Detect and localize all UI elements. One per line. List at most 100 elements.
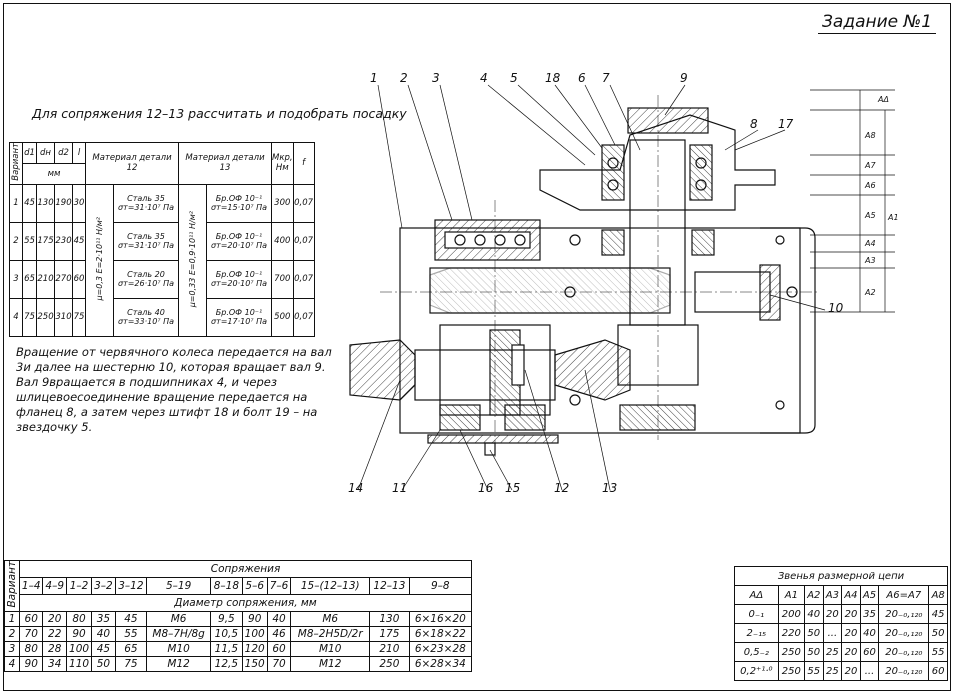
mu13: μ=0,33: [188, 277, 197, 307]
fits-cell: 90: [18, 655, 44, 672]
fits-col-header: 1–4: [18, 576, 44, 595]
label-6: 6: [578, 71, 586, 85]
fits-col-header: 8–18: [210, 576, 243, 595]
dim-a2: A2: [864, 288, 876, 297]
fits-cell: 90: [241, 610, 268, 627]
fits-cell: M12: [146, 655, 212, 672]
material-table: Вариант d1 dн d2 l Материал детали 12 Ма…: [9, 142, 315, 337]
chain-cell: 20: [841, 661, 861, 681]
mat13-a: Бр.ОФ 10⁻¹: [215, 232, 263, 242]
mat13-b: σт=20·10⁷ Па: [210, 279, 267, 289]
cell: 130: [36, 183, 55, 223]
cell: 0,07: [292, 183, 315, 223]
fits-cell: 20: [42, 610, 67, 627]
chain-cell: 50: [928, 623, 948, 643]
header-mkr: Mкр, Нм: [271, 142, 294, 185]
fits-col-header: 15–(12–13): [290, 576, 371, 595]
fits-cell: 100: [65, 640, 93, 657]
header-unit: мм: [22, 162, 86, 185]
label-5: 5: [510, 71, 518, 85]
chain-col-header: A3: [822, 585, 843, 605]
chain-cell: 45: [928, 604, 948, 624]
label-7: 7: [602, 71, 610, 85]
chain-cell: 40: [804, 604, 824, 624]
fits-cell: M10: [146, 640, 212, 657]
chain-cell: 20₋₀,₁₂₀: [878, 604, 930, 624]
drawing-sheet: [3, 3, 951, 691]
housing: [399, 227, 801, 434]
fits-cell: 100: [241, 625, 268, 642]
variant-header: Вариант: [11, 143, 21, 181]
fits-variant: 3: [4, 640, 20, 657]
fits-cell: 210: [369, 640, 410, 657]
fits-cell: 35: [91, 610, 116, 627]
fits-variant: 4: [4, 655, 20, 672]
row-variant: 3: [9, 259, 23, 299]
e13: E=0,9·10¹¹ Н/м²: [188, 210, 197, 275]
chain-col-header: A2: [804, 585, 824, 605]
fits-cell: 28: [42, 640, 67, 657]
fits-cell: 22: [42, 625, 67, 642]
fits-cell: 40: [266, 610, 292, 627]
chain-cell: 40: [859, 623, 880, 643]
fits-col-header: 4–9: [42, 576, 67, 595]
chain-cell: 0,5₋₂: [734, 642, 779, 662]
fits-col-header: 3–2: [91, 576, 116, 595]
task-text: Для сопряжения 12–13 рассчитать и подобр…: [32, 106, 407, 121]
header-mat13: Материал детали 13: [178, 142, 272, 185]
fits-cell: 10,5: [210, 625, 243, 642]
header-l: l: [72, 142, 86, 164]
chain-cell: ...: [859, 661, 880, 681]
fits-variant: 1: [4, 610, 20, 627]
fits-col-header: 1–2: [65, 576, 93, 595]
fits-cell: 90: [65, 625, 93, 642]
fits-cell: 6×28×34: [408, 655, 473, 672]
fits-cell: 80: [18, 640, 44, 657]
mat13-a: Бр.ОФ 10⁻¹: [215, 308, 263, 318]
label-15: 15: [505, 481, 520, 495]
chain-cell: 20: [841, 604, 861, 624]
mat13-a: Бр.ОФ 10⁻¹: [215, 194, 263, 204]
cell: 190: [54, 183, 73, 223]
page-title: Задание №1: [818, 12, 937, 34]
mat12-b: σт=31·10⁷ Па: [117, 203, 174, 213]
mat12-b: σт=31·10⁷ Па: [117, 241, 174, 251]
chain-header: Звенья размерной цепи: [734, 566, 948, 586]
mat12-b: σт=26·10⁷ Па: [117, 279, 174, 289]
fits-variant-header: Вариант: [6, 561, 18, 608]
fits-subheader: Диаметр сопряжения, мм: [19, 593, 472, 612]
cell: 0,07: [292, 297, 315, 337]
dim-a6: A6: [864, 181, 876, 190]
fits-cell: 50: [91, 655, 116, 672]
header-dn: dн: [36, 142, 55, 164]
chain-cell: 25: [822, 642, 843, 662]
chain-cell: 50: [804, 623, 824, 643]
cell: 300: [271, 183, 294, 223]
cell: 175: [36, 221, 55, 261]
fits-cell: 12,5: [210, 655, 243, 672]
chain-cell: 20₋₀,₁₂₀: [878, 642, 930, 662]
chain-cell: 55: [928, 642, 948, 662]
mat12-a: Сталь 40: [127, 308, 165, 318]
cell: 310: [54, 297, 73, 337]
chain-cell: 2₋₁₅: [734, 623, 779, 643]
chain-cell: 200: [777, 604, 806, 624]
fits-cell: M6: [146, 610, 212, 627]
fits-cell: M8–2H5D/2r: [290, 625, 371, 642]
cell: 270: [54, 259, 73, 299]
chain-cell: 20: [841, 642, 861, 662]
row-variant: 2: [9, 221, 23, 261]
label-4: 4: [480, 71, 488, 85]
cell: 65: [22, 259, 37, 299]
cell: 55: [22, 221, 37, 261]
cell: 45: [72, 221, 86, 261]
fits-cell: M12: [290, 655, 371, 672]
label-1: 1: [370, 71, 378, 85]
dim-a4: A4: [864, 239, 876, 248]
cell: 75: [72, 297, 86, 337]
label-9: 9: [680, 71, 688, 85]
label-14: 14: [348, 481, 363, 495]
fits-variant: 2: [4, 625, 20, 642]
